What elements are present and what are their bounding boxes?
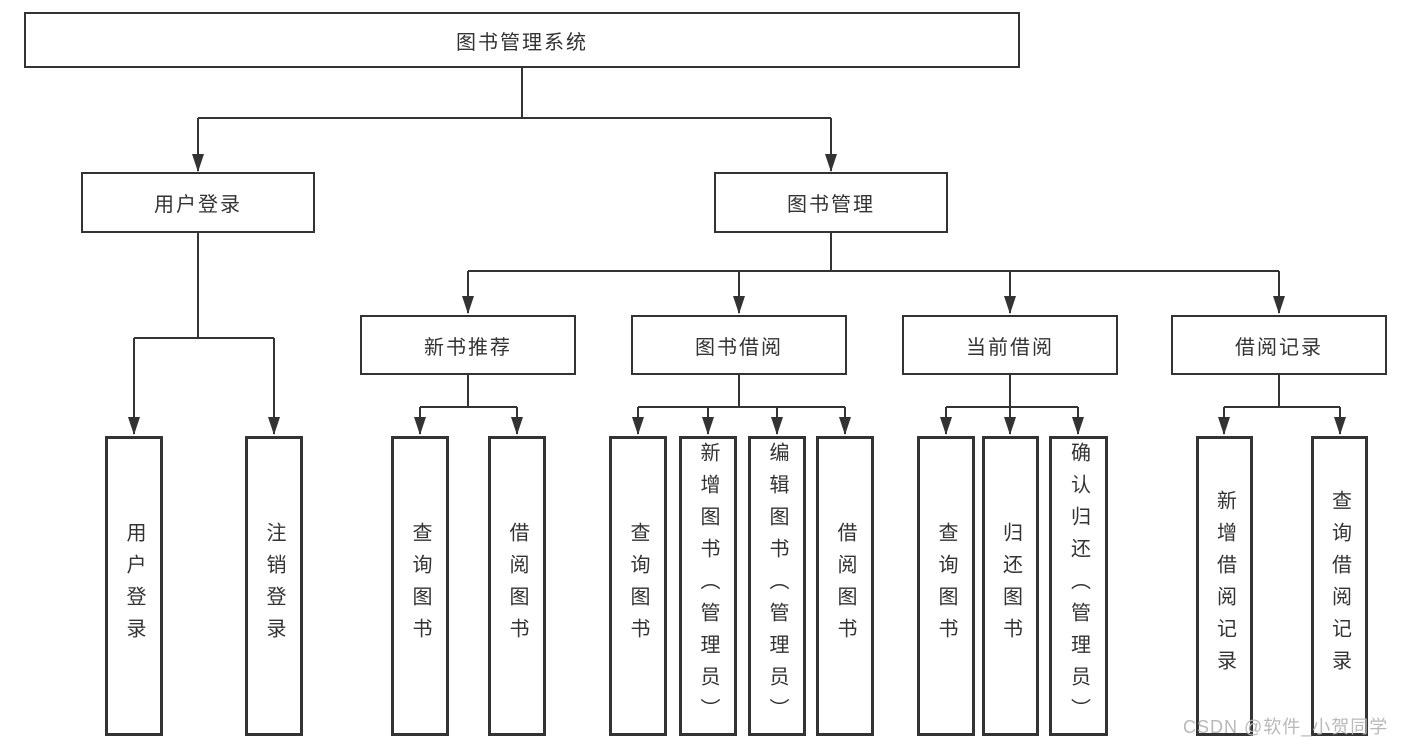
leaf-edit-book-admin: 编辑图书（管理员）	[748, 436, 806, 736]
node-new-books-label: 新书推荐	[424, 336, 512, 359]
leaf-borrow-books-borrowing-label: 借阅图书	[834, 522, 856, 650]
node-root-label: 图书管理系统	[456, 31, 588, 54]
leaf-user-login: 用户登录	[105, 436, 163, 736]
leaf-user-login-label: 用户登录	[123, 522, 145, 650]
node-book-borrowing: 图书借阅	[631, 315, 847, 375]
watermark: CSDN @软件_小贺同学	[1183, 717, 1389, 737]
leaf-return-book: 归还图书	[982, 436, 1039, 736]
leaf-borrow-books-newbooks: 借阅图书	[488, 436, 546, 736]
leaf-query-books-current-label: 查询图书	[935, 522, 957, 650]
leaf-add-borrow-record-label: 新增借阅记录	[1213, 490, 1236, 682]
node-new-books: 新书推荐	[360, 315, 576, 375]
leaf-query-borrow-record: 查询借阅记录	[1311, 436, 1368, 736]
node-root: 图书管理系统	[24, 12, 1020, 68]
leaf-logout: 注销登录	[245, 436, 303, 736]
leaf-query-borrow-record-label: 查询借阅记录	[1328, 490, 1351, 682]
node-borrow-records: 借阅记录	[1171, 315, 1387, 375]
node-borrow-records-label: 借阅记录	[1235, 336, 1323, 359]
leaf-add-borrow-record: 新增借阅记录	[1196, 436, 1253, 736]
leaf-query-books-current: 查询图书	[917, 436, 975, 736]
leaf-query-books-newbooks-label: 查询图书	[409, 522, 431, 650]
node-current-borrowing-label: 当前借阅	[966, 336, 1054, 359]
node-user-login: 用户登录	[81, 172, 315, 233]
leaf-confirm-return-admin-label: 确认归还（管理员）	[1067, 442, 1090, 730]
node-user-login-label: 用户登录	[154, 194, 242, 216]
leaf-add-book-admin-label: 新增图书（管理员）	[697, 442, 719, 730]
leaf-return-book-label: 归还图书	[999, 522, 1022, 650]
leaf-query-books-borrowing-label: 查询图书	[627, 522, 649, 650]
leaf-query-books-borrowing: 查询图书	[609, 436, 667, 736]
leaf-borrow-books-borrowing: 借阅图书	[816, 436, 874, 736]
node-current-borrowing: 当前借阅	[902, 315, 1118, 375]
leaf-edit-book-admin-label: 编辑图书（管理员）	[766, 442, 788, 730]
leaf-logout-label: 注销登录	[263, 522, 285, 650]
leaf-confirm-return-admin: 确认归还（管理员）	[1049, 436, 1108, 736]
leaf-add-book-admin: 新增图书（管理员）	[679, 436, 737, 736]
node-book-management: 图书管理	[714, 172, 948, 233]
leaf-query-books-newbooks: 查询图书	[391, 436, 449, 736]
node-book-borrowing-label: 图书借阅	[695, 336, 783, 359]
leaf-borrow-books-newbooks-label: 借阅图书	[506, 522, 528, 650]
node-book-management-label: 图书管理	[787, 194, 875, 216]
